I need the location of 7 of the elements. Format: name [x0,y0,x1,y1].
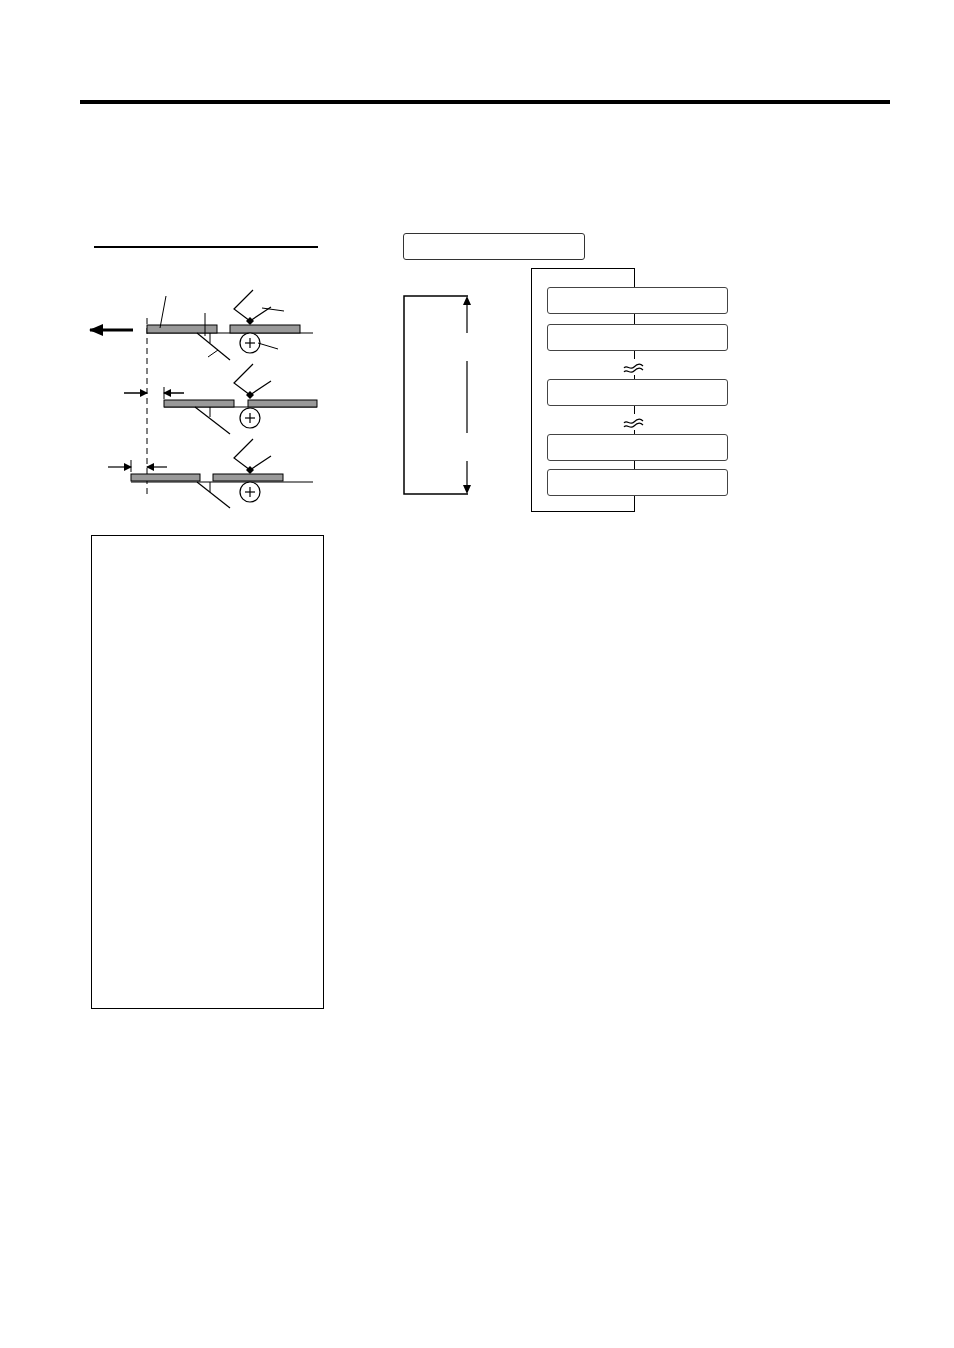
rounded-box [403,233,585,260]
rounded-box [547,434,728,461]
rounded-box [547,287,728,314]
rounded-box [547,469,728,496]
rounded-box [547,324,728,351]
rounded-box [547,379,728,406]
panel-box [91,535,324,1009]
